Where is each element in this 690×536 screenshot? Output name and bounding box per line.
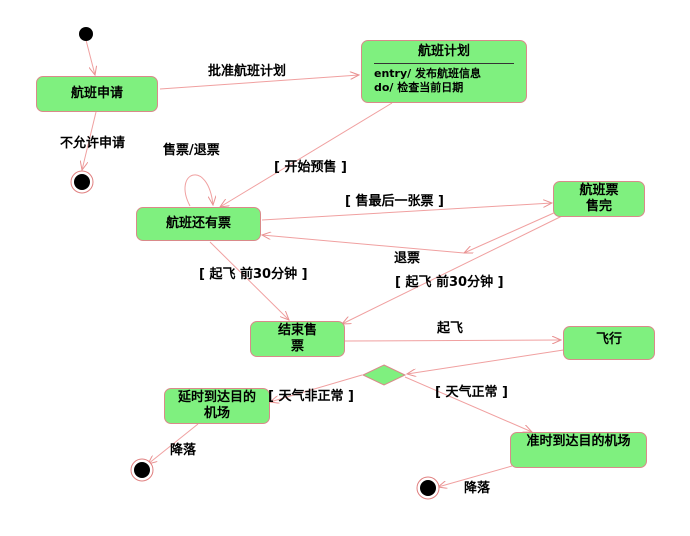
label-before-takeoff-right: [ 起飞 前30分钟 ] [395, 275, 504, 290]
label-weather-bad: [ 天气非正常 ] [268, 389, 354, 404]
edge-decision-ontime [404, 376, 532, 432]
label-refund: 退票 [394, 251, 421, 266]
label-sell-last: [ 售最后一张票 ] [345, 194, 444, 209]
edge-apply-plan [159, 75, 359, 90]
state-ontime-arrival[interactable]: 准时到达目的机场 [510, 432, 647, 468]
state-tickets-available[interactable]: 航班还有票 [136, 207, 261, 241]
edge-start-apply [85, 39, 95, 75]
state-label: 航班申请 [70, 86, 123, 101]
initial-node [79, 27, 93, 41]
label-landing-left: 降落 [170, 443, 197, 458]
final-node-2-core [134, 462, 150, 478]
state-flight-plan[interactable]: 航班计划 entry/ 发布航班信息 do/ 检查当前日期 [361, 40, 527, 103]
state-label: 航班计划 [417, 44, 470, 59]
edge-apply-final [82, 111, 97, 170]
state-delayed-arrival[interactable]: 延时到达目的机场 [164, 388, 270, 424]
edge-ontime-final [438, 465, 513, 487]
edge-tickets-end [209, 241, 289, 320]
label-weather-ok: [ 天气正常 ] [435, 385, 508, 400]
label-landing-right: 降落 [464, 481, 491, 496]
edge-delayed-final [148, 423, 199, 464]
do-activity: do/ 检查当前日期 [374, 81, 464, 94]
edge-end-flying [344, 340, 561, 341]
edge-plan-tickets [220, 102, 393, 207]
state-label: 准时到达目的机场 [526, 434, 631, 449]
edge-tickets-soldout [261, 203, 552, 221]
state-sold-out[interactable]: 航班票售完 [553, 181, 645, 217]
edge-decision-delayed [270, 374, 363, 402]
state-label: 航班票售完 [579, 183, 619, 214]
state-flying[interactable]: 飞行 [563, 326, 655, 360]
edge-soldout-tickets [464, 211, 557, 253]
entry-action: entry/ 发布航班信息 [374, 67, 481, 80]
state-label: 延时到达目的机场 [177, 390, 256, 421]
state-flight-application[interactable]: 航班申请 [36, 76, 158, 112]
edge-self-loop [184, 174, 213, 207]
label-before-takeoff-left: [ 起飞 前30分钟 ] [199, 267, 308, 282]
label-start-presale: [ 开始预售 ] [274, 160, 347, 175]
label-approve: 批准航班计划 [208, 64, 287, 79]
state-label: 结束售票 [277, 323, 317, 354]
final-node-1-core [74, 174, 90, 190]
edge-soldout-tickets-2 [262, 235, 465, 254]
state-label: 航班还有票 [165, 216, 231, 231]
edge-flying-decision [407, 348, 571, 374]
final-node-3-core [420, 480, 436, 496]
edge-soldout-end [342, 215, 563, 324]
state-end-sale[interactable]: 结束售票 [250, 321, 345, 357]
label-sell-refund: 售票/退票 [163, 143, 220, 158]
state-divider [374, 63, 514, 64]
label-takeoff: 起飞 [437, 321, 464, 336]
decision-node [361, 364, 407, 386]
label-reject: 不允许申请 [60, 136, 126, 151]
state-label: 飞行 [595, 332, 622, 347]
